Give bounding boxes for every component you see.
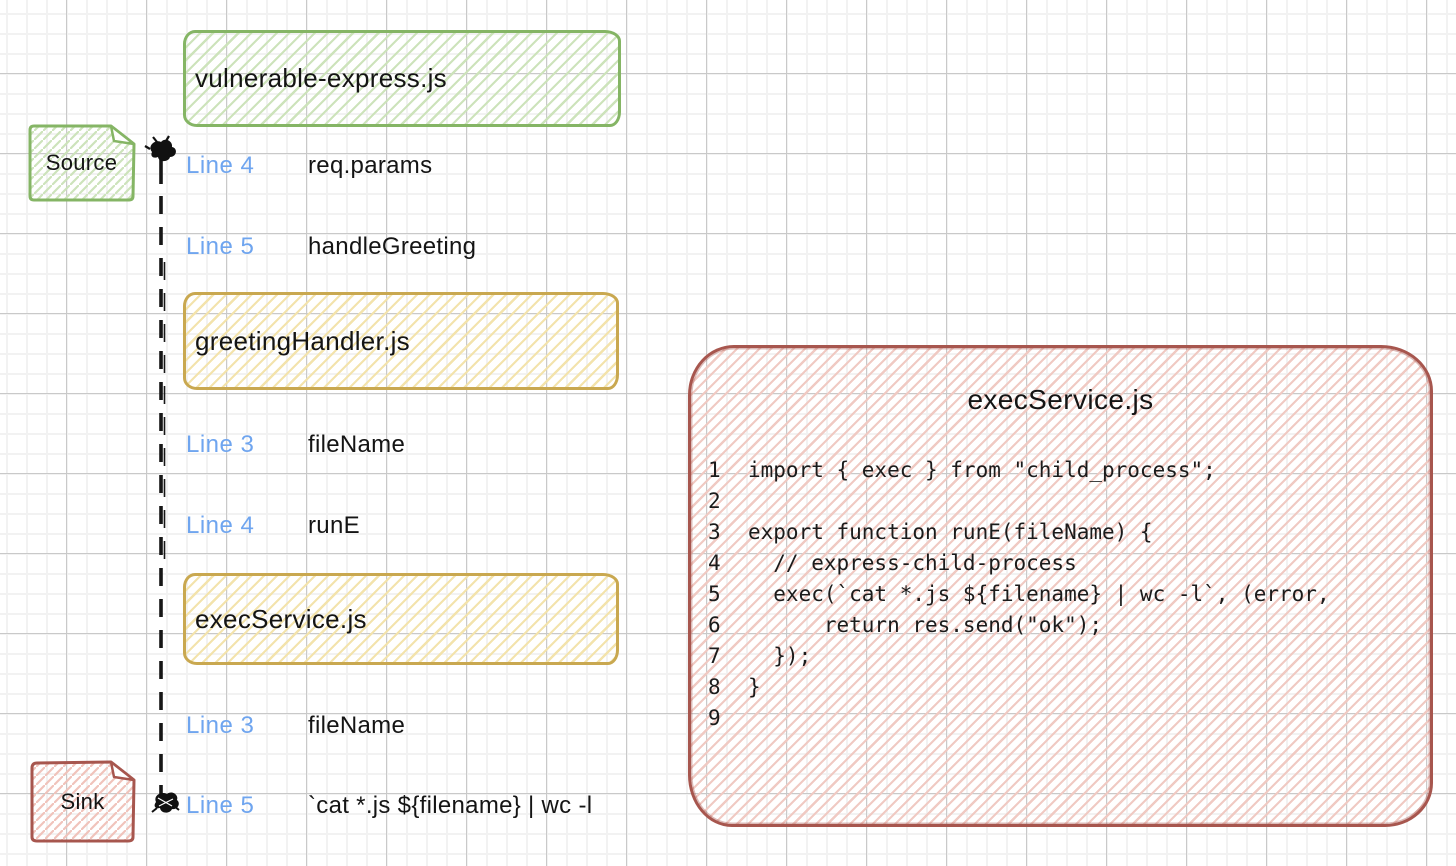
code-line: 8}	[708, 672, 1426, 703]
trace-step: Line 3 fileName	[186, 430, 405, 460]
source-note-label: Source	[45, 149, 118, 175]
step-line-ref: Line 4	[186, 512, 255, 539]
code-line-text: });	[748, 644, 812, 668]
step-symbol: fileName	[308, 431, 406, 458]
code-line-text: return res.send("ok");	[748, 613, 1103, 637]
code-line: 4 // express-child-process	[708, 548, 1426, 579]
code-line: 2	[708, 486, 1426, 517]
step-symbol: fileName	[308, 712, 406, 739]
code-line-number: 3	[708, 520, 721, 544]
sink-note: Sink	[27, 758, 138, 845]
code-panel-title: execService.js	[967, 384, 1154, 415]
file-node-label: vulnerable-express.js	[195, 63, 447, 93]
step-symbol: `cat *.js ${filename} | wc -l	[308, 792, 593, 819]
code-line-number: 7	[708, 644, 721, 668]
file-node-greeting-handler: greetingHandler.js	[183, 292, 619, 390]
step-line-ref: Line 5	[186, 792, 255, 819]
code-line-number: 1	[708, 458, 721, 482]
code-line-number: 5	[708, 582, 721, 606]
step-line-ref: Line 3	[186, 712, 255, 739]
code-line-text: import { exec } from "child_process";	[748, 458, 1216, 482]
trace-start-marker-icon	[144, 135, 176, 162]
folded-corner	[109, 124, 136, 146]
code-line: 1 import { exec } from "child_process";	[708, 455, 1426, 486]
file-node-vulnerable-express: vulnerable-express.js	[183, 30, 621, 127]
step-symbol: handleGreeting	[308, 233, 477, 260]
sink-note-label: Sink	[60, 788, 105, 814]
code-line-text: // express-child-process	[748, 551, 1077, 575]
code-line-number: 2	[708, 489, 721, 513]
code-line: 3 export function runE(fileName) {	[708, 517, 1426, 548]
step-symbol: req.params	[308, 152, 433, 179]
trace-step: Line 3 fileName	[186, 711, 405, 741]
step-line-ref: Line 5	[186, 233, 255, 260]
step-symbol: runE	[308, 512, 360, 539]
trace-step: Line 4 runE	[186, 511, 360, 541]
folded-corner	[109, 760, 136, 782]
code-line-number: 6	[708, 613, 721, 637]
file-node-exec-service: execService.js	[183, 573, 619, 665]
step-line-ref: Line 4	[186, 152, 255, 179]
code-line: 5 exec(`cat *.js ${filename} | wc -l`, (…	[708, 579, 1426, 610]
code-line-text: }	[748, 675, 761, 699]
code-line-number: 9	[708, 706, 721, 730]
code-line: 7 });	[708, 641, 1426, 672]
code-block: 1 import { exec } from "child_process"; 2…	[708, 455, 1426, 734]
sink-note-shape	[30, 760, 136, 843]
file-node-label: greetingHandler.js	[195, 325, 410, 356]
code-panel: execService.js 1 import { exec } from "ch…	[688, 345, 1433, 827]
file-node-label: execService.js	[195, 603, 367, 634]
trace-step: Line 5 `cat *.js ${filename} | wc -l	[186, 791, 592, 821]
code-line-number: 8	[708, 675, 721, 699]
code-line-number: 4	[708, 551, 721, 575]
source-note: Source	[25, 122, 138, 203]
code-line-text: exec(`cat *.js ${filename} | wc -l`, (er…	[748, 582, 1330, 606]
trace-step: Line 5 handleGreeting	[186, 232, 476, 262]
trace-step: Line 4 req.params	[186, 151, 432, 181]
code-line: 6 return res.send("ok");	[708, 610, 1426, 641]
trace-end-marker-icon	[151, 792, 180, 813]
code-line: 9	[708, 703, 1426, 734]
code-line-text: export function runE(fileName) {	[748, 520, 1153, 544]
source-note-shape	[28, 124, 136, 202]
step-line-ref: Line 3	[186, 431, 255, 458]
